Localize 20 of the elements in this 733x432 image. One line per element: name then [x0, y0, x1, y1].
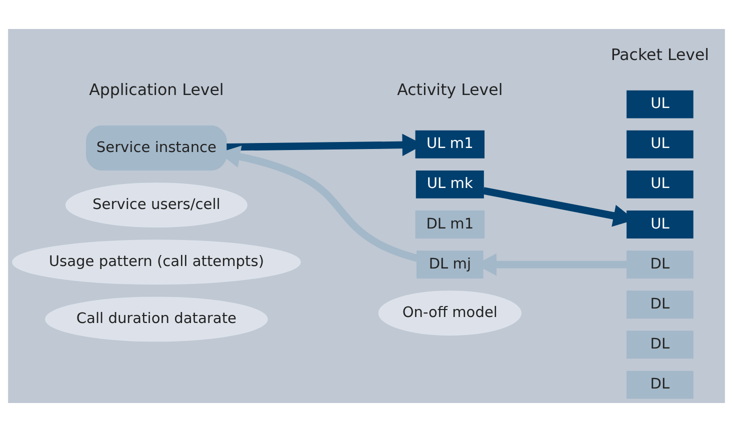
node-box: UL	[626, 90, 694, 118]
label: Activity Level	[397, 80, 503, 100]
node-box: UL	[626, 170, 694, 198]
node-box: UL mk	[416, 170, 484, 198]
node-box: DL	[626, 330, 694, 359]
node-box: DL	[626, 290, 694, 319]
node-ellipse: Service users/cell	[65, 182, 248, 228]
node-box: DL	[626, 250, 694, 279]
node-box: UL m1	[415, 130, 485, 158]
node-box: UL	[626, 210, 694, 238]
node-ellipse: Call duration datarate	[45, 296, 268, 342]
node-box: DL mj	[416, 250, 484, 279]
node-box: UL	[626, 130, 694, 158]
label: Packet Level	[610, 44, 710, 64]
node-ellipse: Usage pattern (call attempts)	[12, 240, 301, 285]
label: Application Level	[89, 80, 224, 100]
node-box: DL	[626, 370, 694, 399]
node-box: DL m1	[415, 210, 485, 238]
node-ellipse: On-off model	[378, 290, 522, 336]
node-box: Service instance	[86, 126, 227, 170]
